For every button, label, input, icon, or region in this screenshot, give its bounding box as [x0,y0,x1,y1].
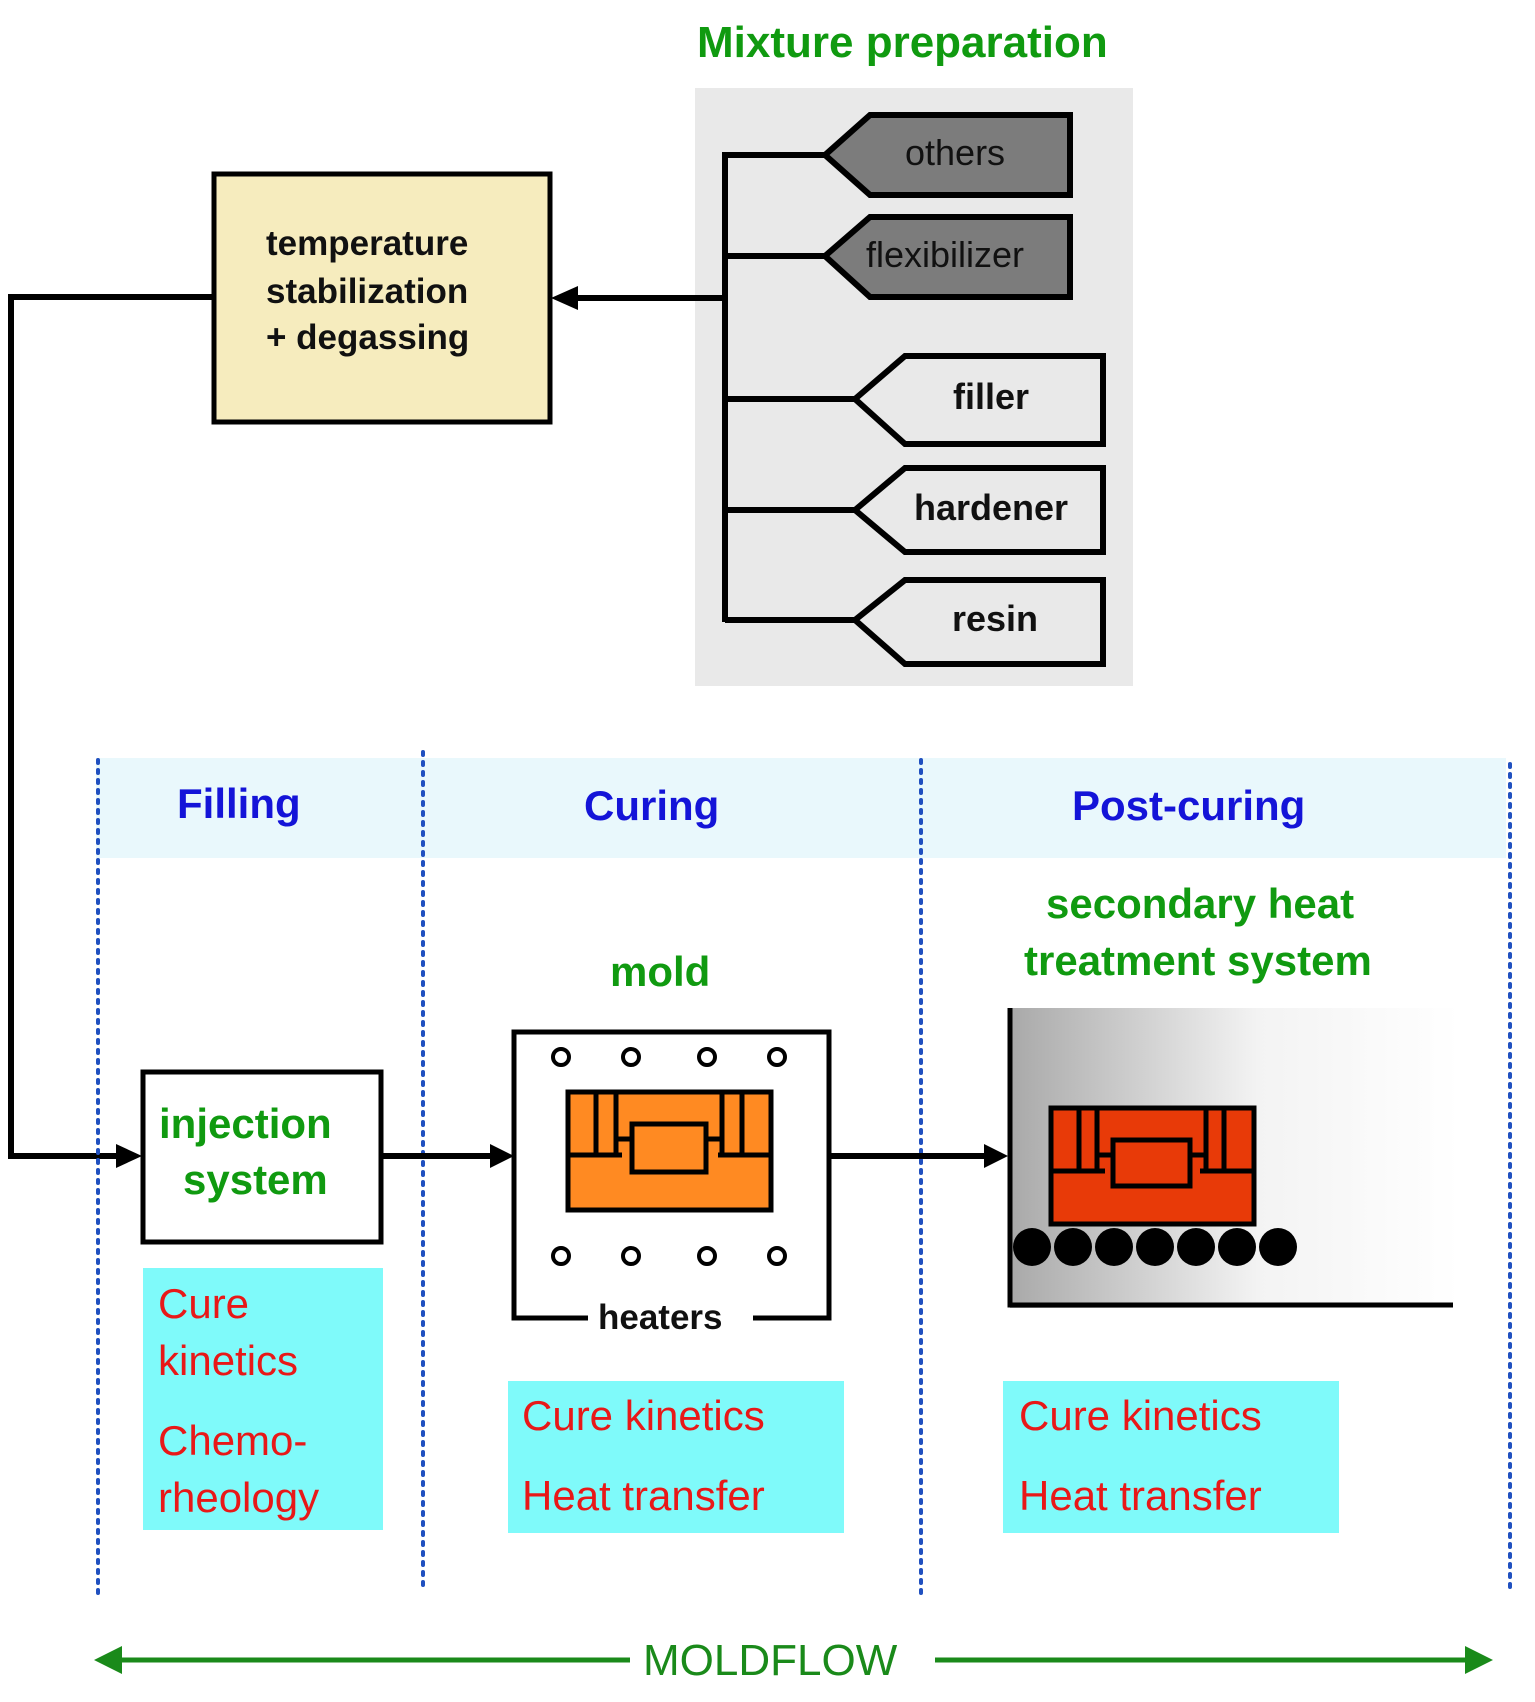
heater-circle [697,1246,717,1266]
filling-model-chemo: Chemo- [158,1417,308,1464]
injection-line-1: injection [159,1100,332,1147]
filling-model-kinetics: kinetics [158,1337,299,1384]
arrow-to-injection [116,1144,142,1168]
curing-model-heat-transfer: Heat transfer [522,1472,765,1519]
stabilization-box [211,171,553,425]
filling-models-box [143,1268,383,1530]
moldflow-arrow-left-icon [94,1646,122,1674]
conveyor-roller [1218,1228,1256,1266]
component-tag-others [820,112,1073,198]
component-label-flexibilizer: flexibilizer [866,234,1025,275]
component-label-filler: filler [953,376,1030,417]
curing-models-box [508,1381,844,1533]
heater-circle [697,1047,717,1067]
mixture-title: Mixture preparation [697,18,1108,67]
heaters-label: heaters [598,1298,723,1337]
oven-walls [1007,1008,1453,1308]
stage-dividers [96,750,1512,1602]
mixture-bus [565,152,855,623]
stage-label-post-curing: Post-curing [1072,782,1306,829]
conveyor-roller [1136,1228,1174,1266]
postcure-title-line-2: treatment system [1024,937,1372,984]
arrow-to-stabilization [551,286,578,310]
mold-title: mold [610,948,711,995]
component-tag-flexibilizer [820,214,1073,300]
component-label-hardener: hardener [914,487,1069,528]
postcure-models-box [1003,1381,1339,1533]
stage-label-curing: Curing [584,782,720,829]
conveyor-roller [1013,1228,1051,1266]
feed-line [8,294,214,1159]
stage-label-filling: Filling [177,780,301,827]
stage-header-band [96,758,1506,858]
heater-circle [621,1047,641,1067]
heater-circle [551,1246,571,1266]
arrow-to-mold [490,1144,514,1168]
component-tag-filler [850,353,1106,447]
filling-model-cure: Cure [158,1280,250,1327]
postcure-part-icon [1048,1105,1257,1227]
stabilization-line-3-text: + degassing [266,318,470,357]
mold-part-icon [565,1089,774,1213]
stabilization-line-1-text: temperature [266,224,469,263]
postcure-model-cure-kinetics: Cure kinetics [1019,1392,1262,1439]
heater-circle [767,1047,787,1067]
conveyor-roller [1259,1228,1297,1266]
moldflow-label: MOLDFLOW [643,1636,898,1685]
conveyor-roller [1177,1228,1215,1266]
filling-model-rheology: rheology [158,1474,320,1521]
heater-circle [767,1246,787,1266]
component-label-resin: resin [952,598,1039,639]
injection-line-2: system [183,1156,328,1203]
moldflow-arrow-right-icon [1465,1646,1493,1674]
heater-circles [551,1047,787,1266]
heater-circle [621,1246,641,1266]
stabilization-line-2-text: stabilization [266,272,469,311]
arrow-to-postcure [984,1144,1008,1168]
component-label-others: others [905,132,1006,173]
postcure-model-heat-transfer: Heat transfer [1019,1472,1262,1519]
mold-box [511,1029,832,1321]
conveyor-roller [1054,1228,1092,1266]
component-tag-resin [850,577,1106,667]
component-tag-hardener [850,465,1106,555]
conveyor-roller [1095,1228,1133,1266]
conveyor-rollers [1013,1228,1297,1266]
postcure-title-line-1: secondary heat [1046,880,1355,927]
curing-model-cure-kinetics: Cure kinetics [522,1392,765,1439]
heater-circle [551,1047,571,1067]
